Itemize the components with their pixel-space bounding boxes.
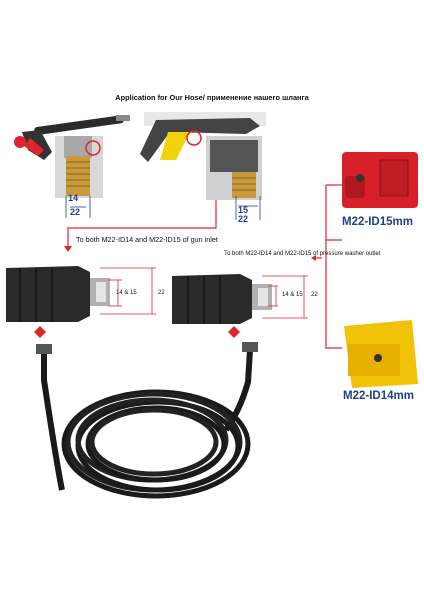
washer-bracket-bottom (325, 240, 342, 349)
red-washer (342, 152, 418, 208)
yellow-washer (344, 320, 418, 388)
left-coupler-inner: 14 & 15 (116, 290, 137, 296)
hose-coil (36, 342, 258, 499)
right-coupler (172, 274, 308, 324)
page-title: Application for Our Hose/ применение наш… (115, 93, 309, 102)
spray-gun-1 (14, 115, 130, 160)
gun-fitting-1 (55, 136, 103, 218)
connector-lines (64, 176, 342, 349)
gun-fitting-1-outer: 22 (70, 207, 81, 217)
gun-fitting-1-inner: 14 (68, 193, 79, 203)
red-washer-label: M22-ID15mm (342, 216, 413, 228)
outlet-note: To both M22-ID14 and M22-ID15 of pressur… (224, 251, 381, 257)
gun-connector-arrow (64, 246, 72, 252)
left-coupler-outer: 22 (158, 290, 165, 296)
yellow-washer-label: M22-ID14mm (343, 390, 414, 402)
right-coupler-inner: 14 & 15 (282, 292, 303, 298)
gun-inlet-note: To both M22-ID14 and M22-ID15 of gun inl… (76, 235, 218, 244)
right-coupler-outer: 22 (311, 292, 318, 298)
washer-bracket-top (325, 185, 342, 241)
gun-fitting-2-outer: 22 (238, 214, 249, 224)
spray-gun-2 (140, 112, 266, 162)
left-coupler (6, 266, 156, 322)
gun-connector-line (67, 176, 217, 246)
gun-fitting-2-inner: 15 (238, 205, 249, 215)
hose-pointers (34, 326, 240, 338)
gun-fitting-2 (206, 136, 262, 220)
